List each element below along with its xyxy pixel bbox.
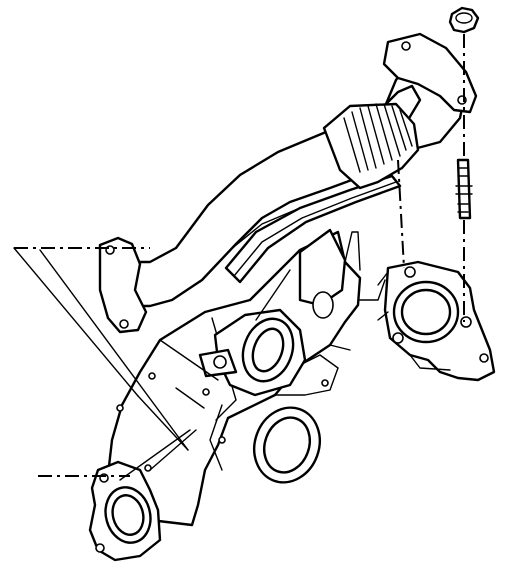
stud-icon <box>455 158 473 220</box>
left-outlet-flange <box>88 460 162 562</box>
flex-joint-icon <box>322 102 420 190</box>
manifold-icon <box>198 308 307 397</box>
alignment-lines <box>14 34 465 477</box>
pipe-flange-right <box>382 32 478 114</box>
leader-lines <box>13 247 291 481</box>
gasket-icon <box>253 406 321 484</box>
catalytic-inlet-flange <box>377 260 496 382</box>
pipe-flange-left <box>98 236 148 334</box>
nut-icon <box>448 6 480 34</box>
